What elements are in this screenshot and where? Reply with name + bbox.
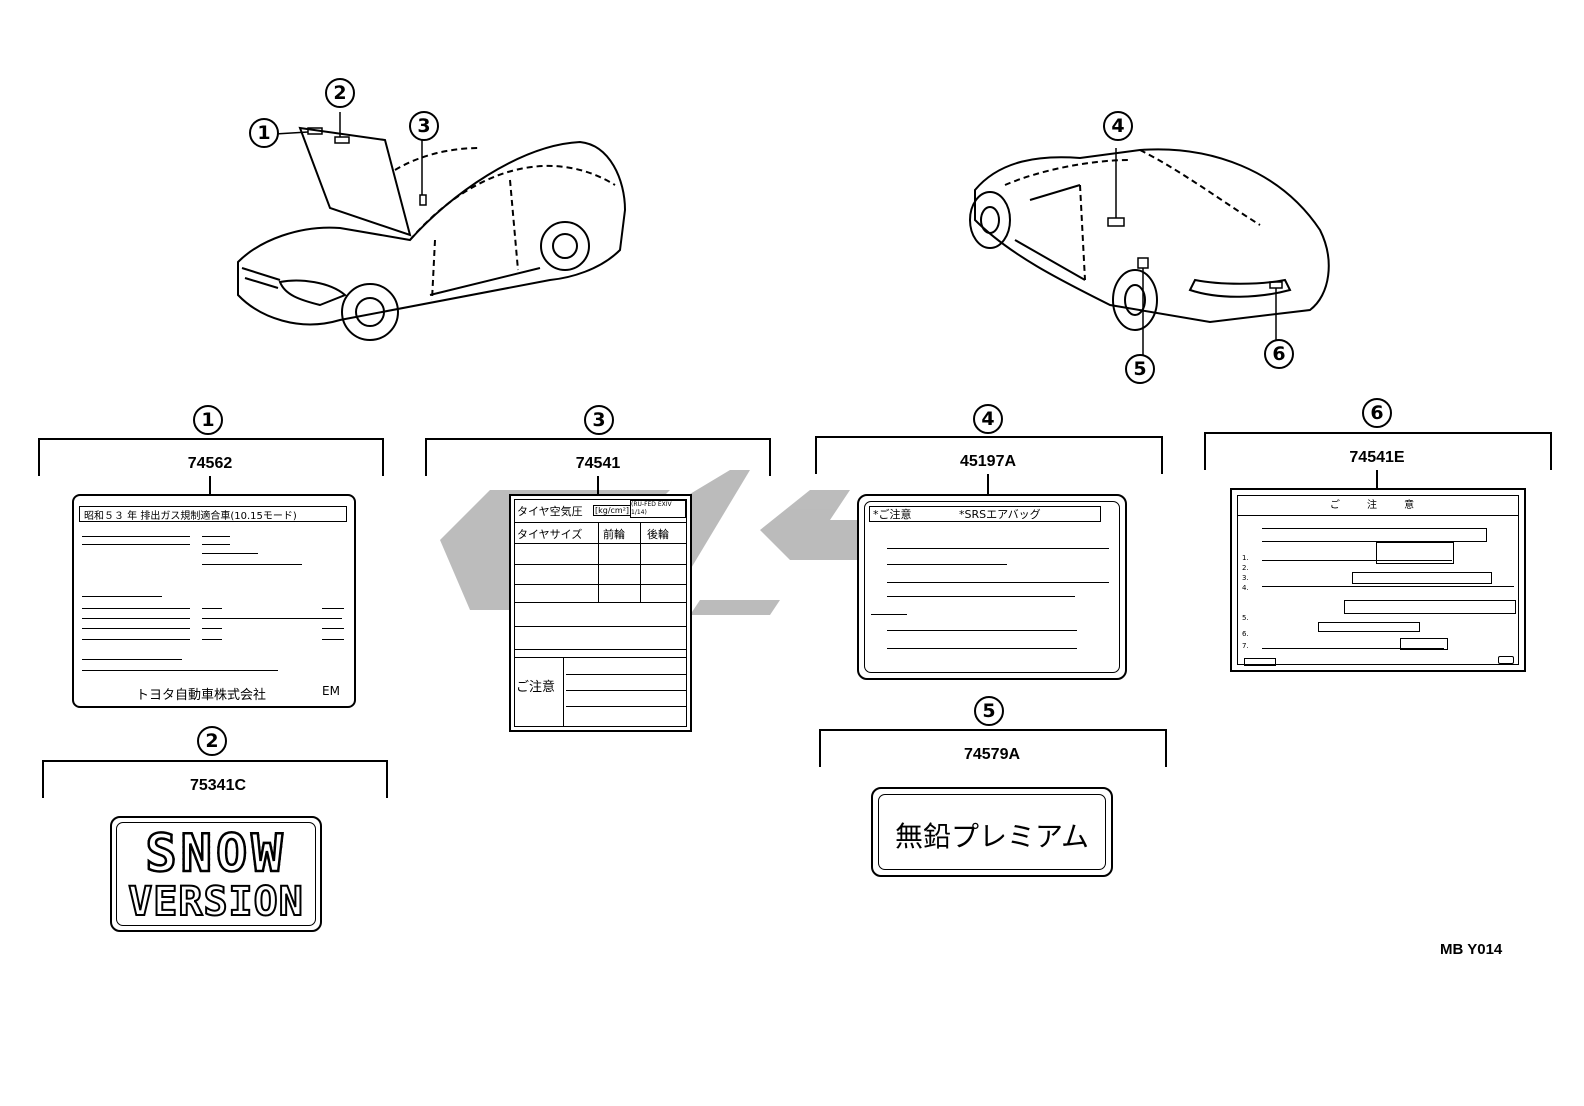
leader-1: [209, 476, 211, 494]
label-75341c: SNOW VERSION: [110, 816, 322, 932]
label-1-maker: トヨタ自動車株式会社: [136, 688, 267, 703]
part-number-5: 74579A: [963, 746, 1021, 763]
label-6-item-3: 3.: [1242, 574, 1249, 582]
part-callout-1: 1: [193, 405, 223, 435]
label-74562: 昭和５３ 年 排出ガス規制適合車(10.15モード) トヨタ自動車株式会社 EM: [72, 494, 356, 708]
part-bracket-3: [425, 438, 771, 476]
part-callout-2: 2: [197, 726, 227, 756]
label-4-h2: *SRSエアバッグ: [959, 508, 1041, 521]
car-callout-6: 6: [1264, 339, 1294, 369]
label-6-item-5: 5.: [1242, 614, 1249, 622]
part-bracket-1: [38, 438, 384, 476]
part-number-2: 75341C: [189, 777, 247, 794]
car-callout-1: 1: [249, 118, 279, 148]
label-6-item-7: 7.: [1242, 642, 1249, 650]
part-number-6: 74541E: [1349, 449, 1405, 466]
car-callout-5: 5: [1125, 354, 1155, 384]
label-3-c1: タイヤサイズ: [517, 528, 583, 541]
part-bracket-6: [1204, 432, 1552, 470]
diagram-code: MB Y014: [1440, 941, 1503, 958]
leader-6: [1376, 470, 1378, 488]
label-74541: タイヤ空気圧 [kg/cm²] (RU-FED EXIV 1/14) タイヤサイ…: [509, 494, 692, 732]
label-3-c3: 後輪: [647, 528, 669, 541]
part-bracket-2: [42, 760, 388, 798]
label-45197a: *ご注意 *SRSエアバッグ: [857, 494, 1127, 680]
label-5-text: 無鉛プレミアム: [894, 820, 1090, 853]
part-callout-3: 3: [584, 405, 614, 435]
part-bracket-5: [819, 729, 1167, 767]
car-callout-4: 4: [1103, 111, 1133, 141]
label-6-item-4: 4.: [1242, 584, 1249, 592]
label-74541e: ご 注 意 1. 2. 3. 4. 5. 6. 7.: [1230, 488, 1526, 672]
label-6-item-2: 2.: [1242, 564, 1249, 572]
label-3-c2: 前輪: [603, 528, 625, 541]
label-3-unit: [kg/cm²]: [593, 505, 632, 516]
label-3-h3: (RU-FED EXIV 1/14): [630, 500, 686, 518]
car-front-view: [237, 112, 627, 341]
part-number-1: 74562: [187, 455, 233, 472]
label-1-code: EM: [322, 684, 340, 698]
label-4-h1: *ご注意: [873, 508, 912, 521]
label-3-caution: ご注意: [516, 680, 556, 695]
car-callout-3: 3: [409, 111, 439, 141]
part-callout-5: 5: [974, 696, 1004, 726]
label-74579a: 無鉛プレミアム: [871, 787, 1113, 877]
label-6-title: ご 注 意: [1329, 500, 1427, 511]
leader-4: [987, 474, 989, 494]
part-callout-4: 4: [973, 404, 1003, 434]
part-callout-6: 6: [1362, 398, 1392, 428]
label-6-item-1: 1.: [1242, 554, 1249, 562]
car-callout-2: 2: [325, 78, 355, 108]
car-rear-view: [969, 148, 1330, 355]
label-6-item-6: 6.: [1242, 630, 1249, 638]
version-text: VERSION: [127, 879, 304, 925]
snow-text: SNOW: [112, 827, 320, 882]
leader-3: [597, 476, 599, 494]
part-number-3: 74541: [575, 455, 621, 472]
part-bracket-4: [815, 436, 1163, 474]
label-1-header: 昭和５３ 年 排出ガス規制適合車(10.15モード): [84, 511, 297, 522]
part-number-4: 45197A: [959, 453, 1017, 470]
label-3-h1: タイヤ空気圧: [517, 505, 583, 518]
